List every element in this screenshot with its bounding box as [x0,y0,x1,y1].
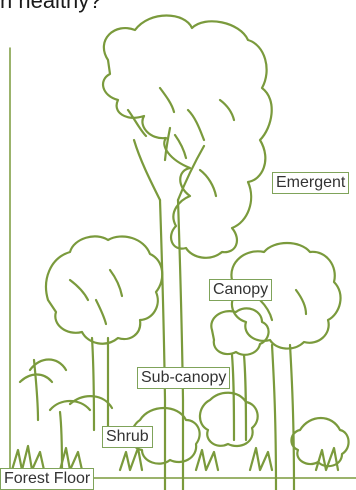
label-emergent: Emergent [272,172,349,194]
label-forest-floor: Forest Floor [0,468,94,490]
label-sub-canopy: Sub-canopy [137,367,230,389]
canopy-trunk [272,345,294,490]
label-canopy: Canopy [209,279,272,301]
left-tree-trunk [92,338,108,430]
emergent-crown [103,16,272,258]
label-shrub: Shrub [102,426,153,448]
left-tree-crown [46,236,162,343]
